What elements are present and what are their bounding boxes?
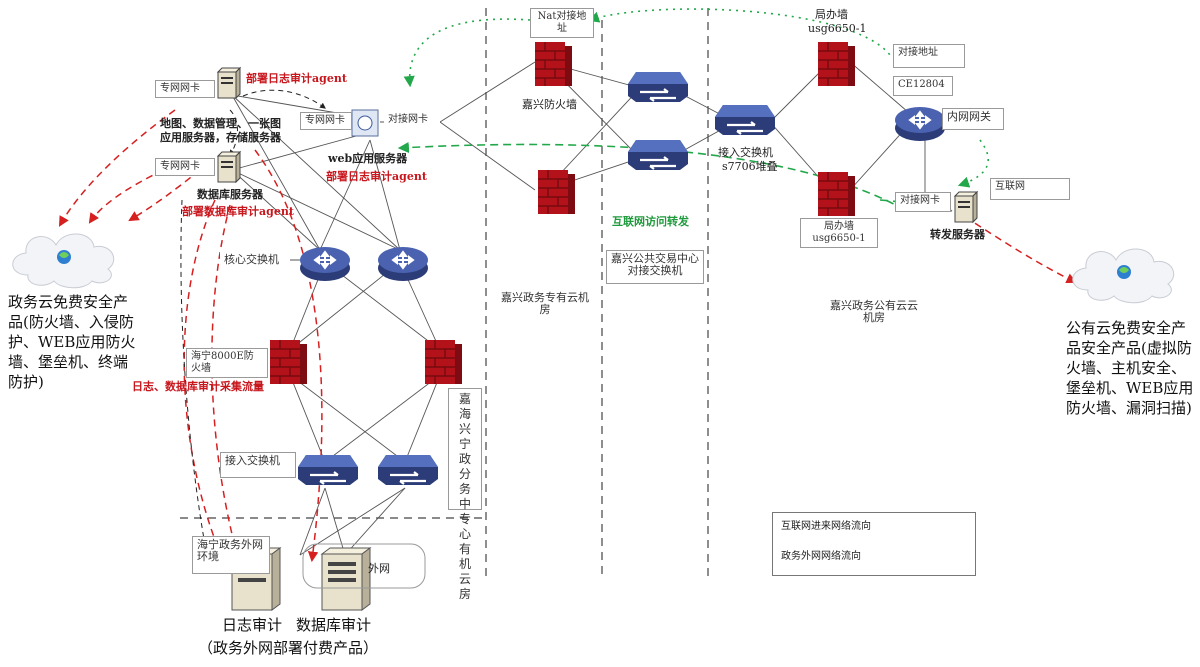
access-switch-left-b-icon (376, 453, 440, 487)
private-nic-box-3: 专网网卡 (300, 112, 352, 130)
exchange-switch-bottom-icon (626, 138, 690, 172)
web-server-icon (351, 109, 379, 137)
bureau-fw-top-label-1: 局办墙 (815, 8, 848, 21)
deploy-log-agent-label-1: 部署日志审计agent (246, 72, 347, 85)
black-flows (180, 89, 326, 547)
db-audit-server-icon (321, 547, 371, 611)
map-servers-label-1: 地图、数据管理、一张图 (160, 117, 281, 130)
jiahaining-room-label: 嘉海兴宁政分务中专心有机云房 (448, 388, 482, 601)
public-cloud-free-products-label: 公有云免费安全产品安全产品(虚拟防火墙、主机安全、堡垒机、WEB应用防火墙、漏洞… (1066, 319, 1194, 417)
forward-server-label: 转发服务器 (930, 228, 985, 241)
jx-private-room-label: 嘉兴政务专有云机房 (496, 290, 594, 332)
intranet-gateway-box: 内网网关 (942, 108, 1004, 130)
legend: 互联网进来网络流向 政务外网网络流向 (772, 512, 976, 576)
peer-address-box: 对接地址 (893, 44, 965, 68)
haining-firewall-label: 海宁8000E防火墙 (186, 348, 268, 378)
jx-public-room-label: 嘉兴政务公有云云机房 (826, 298, 922, 336)
jx-exchange-switch-box: 嘉兴公共交易中心对接交换机 (606, 250, 704, 284)
paid-products-label: （政务外网部署付费产品） (198, 639, 379, 657)
ext-net-env-box (302, 543, 426, 589)
access-switch-right-label-2: s7706堆叠 (722, 160, 778, 173)
bureau-fw-top-label-2: usg6650-1 (808, 22, 867, 35)
green-internet-flows (397, 8, 989, 215)
core-router-right-icon (377, 246, 429, 282)
map-app-server-icon (217, 67, 241, 99)
db-audit-label: 数据库审计 (296, 616, 372, 634)
nat-firewall-icon (534, 41, 573, 87)
jx-firewall-bottom-icon (537, 169, 576, 215)
ext-net-label: 外网 (368, 562, 390, 575)
legend-ext-net-flow: 政务外网网络流向 (781, 551, 861, 562)
intranet-gateway-router-icon (894, 106, 946, 142)
map-servers-label-2: 应用服务器，存储服务器 (160, 131, 281, 144)
haining-ext-net-box: 海宁政务外网环境 (192, 536, 270, 574)
private-nic-box-1: 专网网卡 (155, 80, 215, 98)
access-switch-right-icon (713, 103, 777, 137)
haining-firewall-right-icon (424, 339, 463, 385)
gov-cloud-icon (12, 233, 115, 289)
audit-traffic-label: 日志、数据库审计采集流量 (132, 380, 264, 393)
access-switch-left-a-icon (296, 453, 360, 487)
bureau-fw-bottom-box: 局办墙 usg6650-1 (800, 218, 878, 248)
legend-internet-flow: 互联网进来网络流向 (781, 521, 871, 532)
deploy-log-agent-label-2: 部署日志审计agent (326, 170, 427, 183)
deploy-db-agent-label: 部署数据库审计agent (182, 205, 294, 218)
core-router-left-icon (299, 246, 351, 282)
gov-cloud-free-products-label: 政务云免费安全产品(防火墙、入侵防护、WEB应用防火墙、堡垒机、终端防护) (8, 293, 136, 391)
peer-nic-box-1: 对接网卡 (384, 112, 440, 128)
db-server-icon (217, 151, 241, 183)
access-switch-left-label: 接入交换机 (220, 452, 296, 478)
forward-server-icon (954, 191, 978, 223)
ce12804-box: CE12804 (893, 76, 953, 96)
haining-firewall-left-icon (269, 339, 308, 385)
bureau-firewall-top-icon (817, 41, 856, 87)
exchange-switch-top-icon (626, 70, 690, 104)
public-cloud-icon (1072, 248, 1175, 304)
bureau-fw-bottom-label-1: 局办墙 (824, 221, 854, 232)
web-server-label: web应用服务器 (328, 152, 408, 165)
access-switch-right-label-1: 接入交换机 (718, 146, 773, 159)
peer-nic-box-2: 对接网卡 (895, 192, 951, 212)
core-switch-label: 核心交换机 (220, 252, 290, 268)
log-audit-label: 日志审计 (222, 616, 283, 634)
zone-separators (180, 8, 709, 580)
internet-forward-label: 互联网访问转发 (612, 215, 689, 228)
internet-box: 互联网 (990, 178, 1070, 200)
nat-address-box: Nat对接地址 (530, 8, 594, 38)
private-nic-box-2: 专网网卡 (155, 158, 215, 176)
jx-firewall-label: 嘉兴防火墙 (522, 98, 577, 111)
bureau-firewall-bottom-icon (817, 171, 856, 217)
bureau-fw-bottom-label-2: usg6650-1 (812, 233, 866, 244)
db-server-label: 数据库服务器 (197, 188, 263, 201)
